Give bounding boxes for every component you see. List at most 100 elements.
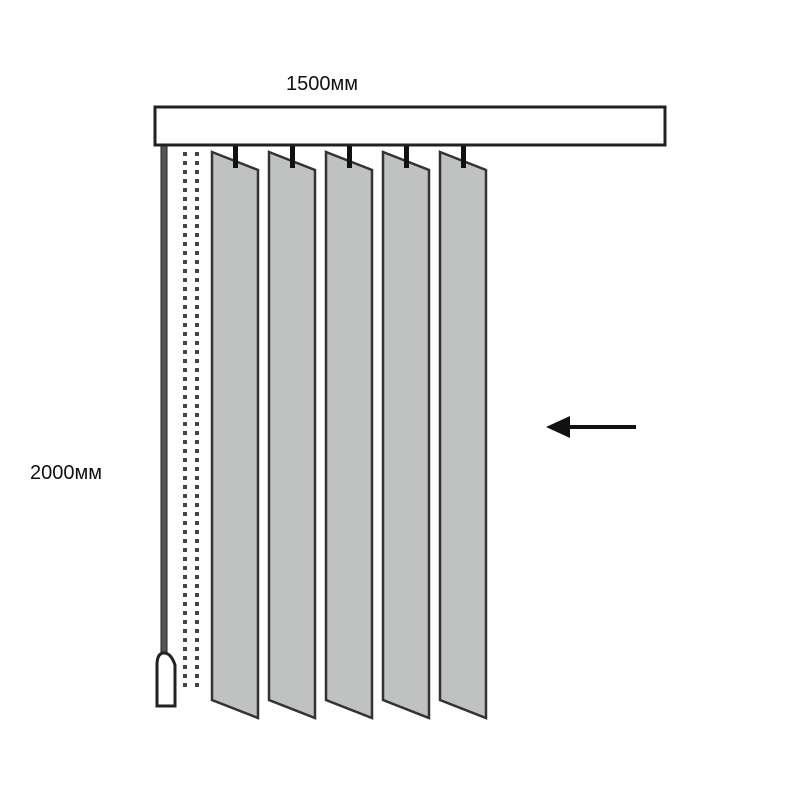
chain-bead [183, 197, 187, 201]
chain-bead [183, 566, 187, 570]
chain-bead [195, 548, 199, 552]
control-wand [160, 145, 168, 653]
chain-bead [195, 377, 199, 381]
chain-bead [195, 359, 199, 363]
chain-bead [195, 224, 199, 228]
chain-bead [183, 629, 187, 633]
chain-bead [183, 161, 187, 165]
width-label: 1500мм [286, 73, 358, 95]
chain-bead [183, 287, 187, 291]
chain-bead [183, 233, 187, 237]
chain-bead [195, 620, 199, 624]
slat [210, 150, 260, 720]
chain-bead [195, 395, 199, 399]
chain-bead [195, 404, 199, 408]
slat [324, 150, 374, 720]
chain-bead [195, 467, 199, 471]
chain-bead [183, 512, 187, 516]
chain-bead [183, 458, 187, 462]
chain-bead [195, 422, 199, 426]
slat-hook [233, 146, 238, 168]
chain-bead [195, 350, 199, 354]
bead-chain [183, 152, 199, 687]
headrail [153, 105, 667, 147]
chain-bead [183, 215, 187, 219]
chain-bead [195, 611, 199, 615]
chain-bead [195, 179, 199, 183]
chain-bead [183, 170, 187, 174]
chain-bead [183, 305, 187, 309]
slat-hook [347, 146, 352, 168]
chain-bead [183, 404, 187, 408]
chain-bead [183, 377, 187, 381]
chain-bead [183, 332, 187, 336]
chain-bead [195, 530, 199, 534]
chain-bead [195, 638, 199, 642]
slats [210, 146, 488, 720]
chain-bead [195, 215, 199, 219]
chain-bead [183, 341, 187, 345]
chain-bead [195, 449, 199, 453]
chain-bead [183, 683, 187, 687]
chain-bead [183, 485, 187, 489]
chain-bead [183, 251, 187, 255]
chain-bead [183, 152, 187, 156]
chain-bead [195, 593, 199, 597]
chain-bead [183, 548, 187, 552]
chain-bead [195, 341, 199, 345]
chain-bead [183, 467, 187, 471]
chain-bead [183, 530, 187, 534]
chain-bead [183, 557, 187, 561]
chain-bead [195, 476, 199, 480]
chain-bead [195, 296, 199, 300]
chain-bead [195, 260, 199, 264]
chain-bead [195, 287, 199, 291]
chain-bead [195, 665, 199, 669]
chain-bead [195, 386, 199, 390]
chain-bead [195, 584, 199, 588]
chain-bead [195, 566, 199, 570]
chain-bead [195, 206, 199, 210]
chain-bead [183, 422, 187, 426]
chain-bead [195, 629, 199, 633]
chain-bead [183, 206, 187, 210]
chain-bead [183, 278, 187, 282]
chain-bead [195, 494, 199, 498]
chain-bead [195, 152, 199, 156]
slat-hook [461, 146, 466, 168]
chain-bead [183, 188, 187, 192]
chain-bead [195, 431, 199, 435]
chain-bead [183, 260, 187, 264]
chain-bead [195, 539, 199, 543]
height-label: 2000мм [30, 462, 102, 484]
chain-bead [183, 521, 187, 525]
slat-hook [404, 146, 409, 168]
chain-bead [195, 368, 199, 372]
slat [438, 150, 488, 720]
chain-bead [195, 251, 199, 255]
chain-bead [183, 476, 187, 480]
chain-bead [183, 620, 187, 624]
chain-bead [195, 440, 199, 444]
chain-bead [183, 224, 187, 228]
chain-bead [195, 485, 199, 489]
chain-bead [183, 413, 187, 417]
chain-bead [195, 269, 199, 273]
chain-bead [183, 359, 187, 363]
chain-bead [183, 242, 187, 246]
chain-bead [183, 647, 187, 651]
wand-handle [155, 651, 177, 708]
chain-bead [195, 602, 199, 606]
chain-bead [183, 593, 187, 597]
chain-bead [195, 656, 199, 660]
chain-bead [195, 233, 199, 237]
chain-bead [195, 647, 199, 651]
chain-bead [183, 386, 187, 390]
chain-bead [183, 674, 187, 678]
chain-bead [183, 449, 187, 453]
chain-bead [195, 188, 199, 192]
chain-bead [183, 296, 187, 300]
chain-bead [183, 440, 187, 444]
chain-bead [195, 170, 199, 174]
